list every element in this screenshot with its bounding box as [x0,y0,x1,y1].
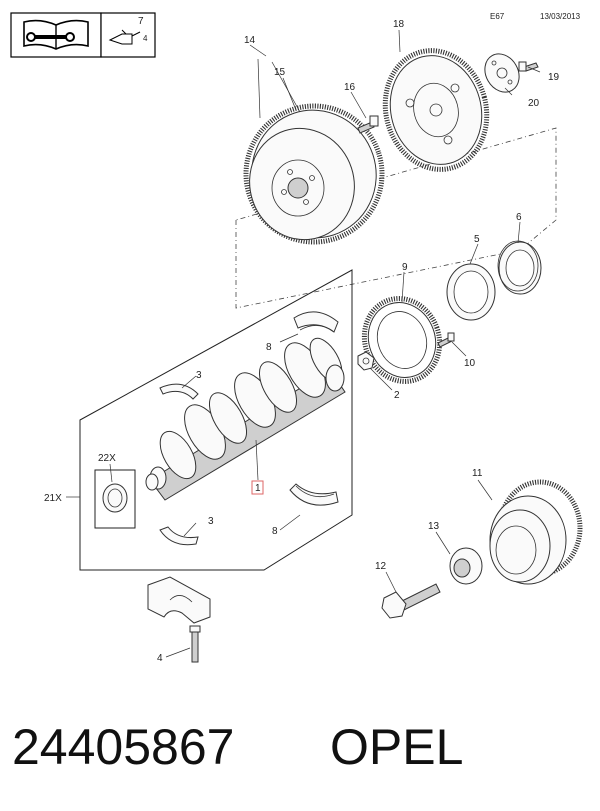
header-icon-subnumber: 4 [143,34,148,43]
header-icons: 7 4 [10,12,156,58]
seal-part-6 [497,240,542,295]
callout-18: 18 [393,19,405,30]
brand-name: OPEL [330,719,463,775]
bolt-part-10 [437,332,455,348]
callout-2: 2 [394,390,400,401]
callout-9: 9 [402,262,408,273]
callout-22x: 22X [98,453,116,464]
bolt-part-16 [357,115,379,134]
nut-part-2 [357,351,375,371]
diagram-date: 13/03/2013 [540,12,581,21]
crankshaft-box [79,269,353,571]
bolt-part-12 [381,583,441,619]
leader-lines [66,29,541,658]
seal-part-5 [446,263,496,321]
spacer-part-13 [449,547,483,585]
callout-11: 11 [472,468,483,479]
callout-3-upper: 3 [196,370,202,381]
bearing-cap [147,576,211,624]
diagram-code: E67 [490,12,505,21]
crankshaft-part-1 [145,337,346,501]
part-number: 24405867 [12,719,234,775]
flywheel-part-14 [243,103,385,245]
callout-10: 10 [464,358,476,369]
callout-16: 16 [344,82,356,93]
reluctor-ring-part-9 [361,296,443,384]
plate-part-20 [484,53,520,93]
callout-6: 6 [516,212,522,223]
bearing-shell-part-3-lower [159,526,199,546]
callout-20: 20 [528,98,540,109]
callout-5: 5 [474,234,480,245]
callout-3-lower: 3 [208,516,214,527]
callout-8-upper: 8 [266,342,272,353]
bolt-part-19 [518,61,539,72]
callout-14: 14 [244,35,256,46]
bearing-shell-part-3-upper [159,383,199,400]
thrust-bearing-part-8-upper [293,311,339,333]
callout-15: 15 [274,67,286,78]
bolt-part-4 [189,625,201,663]
oil-can-icon [108,29,141,45]
callout-1-box: 1 [251,480,264,495]
repair-manual-icon [23,19,89,50]
thrust-bearing-part-8-lower [289,483,339,506]
callout-8-lower: 8 [272,526,278,537]
callout-1: 1 [255,483,261,494]
callout-13: 13 [428,521,440,532]
bearing-kit-part-22x [94,469,136,529]
callout-21x: 21X [44,493,62,504]
damper-pulley-part-11 [489,479,583,585]
header-icon-number: 7 [138,16,144,27]
flexplate-part-18 [382,48,490,172]
callout-4: 4 [157,653,163,664]
callout-12: 12 [375,561,387,572]
assembly-dash-frame [235,127,557,309]
callout-19: 19 [548,72,560,83]
